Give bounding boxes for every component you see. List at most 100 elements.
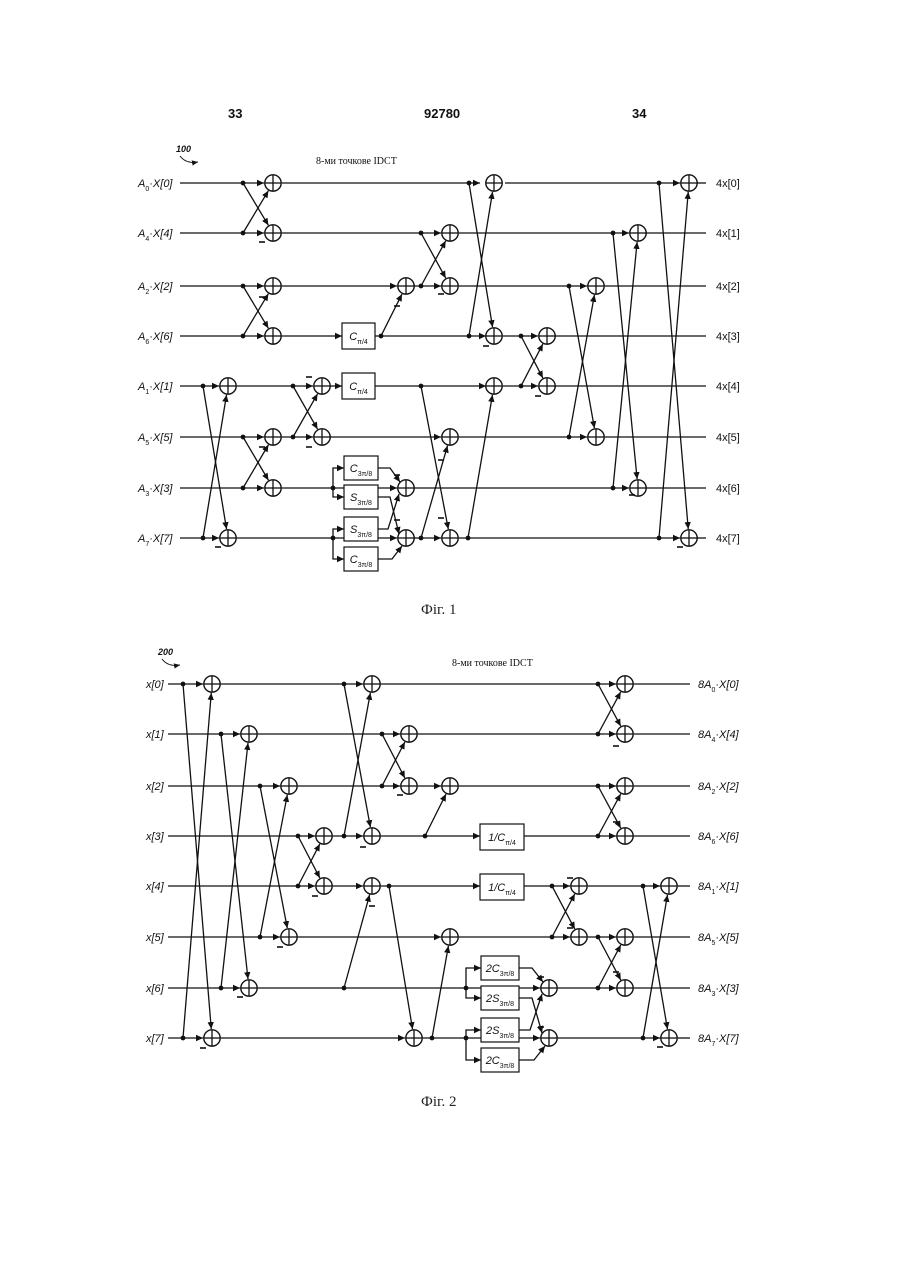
- adder-node: [661, 878, 677, 894]
- signal-line: [432, 946, 448, 1038]
- block-1-c-pi4-b: 1/Cπ/4: [480, 874, 524, 900]
- adder-node: [617, 980, 633, 996]
- input-label-6: A3·X[3]: [137, 483, 173, 498]
- adder-node: [316, 828, 332, 844]
- signal-line: [381, 294, 402, 336]
- signal-line: [598, 794, 621, 836]
- adder-node: [588, 429, 604, 445]
- signal-line: [344, 684, 370, 827]
- signal-line: [466, 1030, 481, 1038]
- adder-node: [442, 225, 458, 241]
- signal-line: [552, 886, 575, 929]
- adder-node: [364, 828, 380, 844]
- signal-line: [421, 241, 446, 286]
- signal-line: [260, 786, 287, 928]
- figure-1-reference-label: 100: [176, 144, 191, 154]
- adder-node: [630, 225, 646, 241]
- signal-line: [333, 538, 344, 559]
- adder-node: [681, 530, 697, 546]
- adder-node: [314, 378, 330, 394]
- signal-line: [519, 968, 543, 982]
- input-label-5: x[5]: [145, 932, 165, 944]
- block-2c-3pi8-b: 2C3π/8: [481, 1048, 519, 1072]
- adder-node: [241, 726, 257, 742]
- signal-line: [344, 895, 370, 988]
- signal-line: [333, 468, 344, 488]
- signal-line: [378, 546, 402, 559]
- adder-node: [401, 778, 417, 794]
- adder-node: [364, 676, 380, 692]
- adder-node: [571, 878, 587, 894]
- figure-2-caption: Фіг. 2: [421, 1094, 456, 1111]
- adder-node: [630, 480, 646, 496]
- adder-node: [539, 378, 555, 394]
- input-label-2: A2·X[2]: [137, 281, 173, 296]
- signal-line: [519, 994, 542, 1030]
- adder-node: [486, 328, 502, 344]
- input-label-2: x[2]: [145, 781, 165, 793]
- signal-line: [569, 286, 594, 428]
- adder-node: [265, 225, 281, 241]
- block-2s-3pi8-b: 2S3π/8: [481, 1018, 519, 1042]
- adder-node: [541, 980, 557, 996]
- output-label-0: 8A0·X[0]: [698, 679, 740, 694]
- signal-line: [643, 895, 667, 1038]
- signal-line: [382, 734, 405, 778]
- block-2c-3pi8-a: 2C3π/8: [481, 956, 519, 980]
- signal-line: [298, 836, 320, 878]
- signal-line: [425, 794, 446, 836]
- signal-line: [183, 684, 211, 1029]
- adder-node: [442, 929, 458, 945]
- input-label-0: x[0]: [145, 679, 165, 691]
- input-label-6: x[6]: [145, 983, 165, 995]
- output-label-7: 8A7·X[7]: [698, 1033, 740, 1048]
- signal-line: [243, 294, 268, 336]
- adder-node: [486, 378, 502, 394]
- signal-line: [659, 192, 688, 538]
- signal-line: [243, 183, 268, 225]
- signal-line: [552, 894, 575, 937]
- adder-node: [281, 778, 297, 794]
- adder-node: [265, 328, 281, 344]
- adder-node: [617, 929, 633, 945]
- block-c-pi4-b: Cπ/4: [342, 373, 375, 399]
- input-label-7: x[7]: [145, 1033, 165, 1045]
- adder-node: [220, 378, 236, 394]
- adder-node: [364, 878, 380, 894]
- adder-node: [661, 1030, 677, 1046]
- block-s-3pi8-b: S3π/8: [344, 517, 378, 541]
- block-s-3pi8-a: S3π/8: [344, 485, 378, 509]
- input-label-5: A5·X[5]: [137, 432, 173, 447]
- signal-line: [598, 945, 621, 988]
- signal-line: [521, 344, 543, 386]
- block-c-pi4-a: Cπ/4: [342, 323, 375, 349]
- signal-line: [243, 286, 268, 328]
- output-label-3: 8A6·X[6]: [698, 831, 740, 846]
- input-label-7: A7·X[7]: [137, 533, 173, 548]
- adder-node: [314, 429, 330, 445]
- reference-arrow: [180, 156, 198, 162]
- input-label-0: A0·X[0]: [137, 178, 173, 193]
- adder-node: [265, 278, 281, 294]
- signal-line: [466, 968, 481, 988]
- output-label-4: 8A1·X[1]: [698, 881, 740, 896]
- adder-node: [442, 429, 458, 445]
- output-label-1: 4x[1]: [716, 228, 740, 240]
- signal-line: [643, 886, 667, 1029]
- signal-line: [569, 295, 594, 437]
- output-label-5: 4x[5]: [716, 432, 740, 444]
- signal-line: [389, 886, 413, 1029]
- reference-arrow: [162, 659, 180, 665]
- figure-1-diagram: 8-ми точкове IDCT100A0·X[0]A4·X[4]A2·X[2…: [137, 144, 740, 571]
- block-c-3pi8-a: C3π/8: [344, 456, 378, 480]
- adder-node: [541, 1030, 557, 1046]
- figure-2-diagram: 8-ми точкове IDCT200x[0]x[1]x[2]x[3]x[4]…: [145, 647, 740, 1072]
- output-label-5: 8A5·X[5]: [698, 932, 740, 947]
- adder-node: [571, 929, 587, 945]
- adder-node: [398, 530, 414, 546]
- block-c-3pi8-b: C3π/8: [344, 547, 378, 571]
- output-label-0: 4x[0]: [716, 178, 740, 190]
- adder-node: [241, 980, 257, 996]
- adder-node: [220, 530, 236, 546]
